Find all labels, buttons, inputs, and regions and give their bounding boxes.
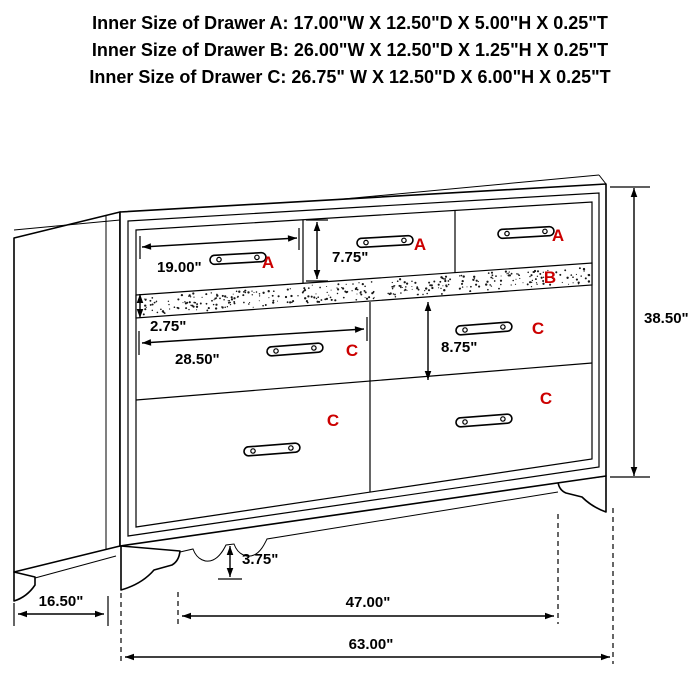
drawer-label-b: B (544, 268, 556, 287)
front-left-foot (120, 545, 181, 591)
dim-overall-height: 38.50" (644, 310, 689, 327)
front-face-inner-frame (135, 201, 593, 528)
front-right-foot (557, 475, 607, 513)
side-skirt-line (34, 555, 117, 579)
drawer-handle (455, 413, 513, 428)
dim-jewelry-height: 2.75" (150, 318, 186, 335)
drawer-c-spec: Inner Size of Drawer C: 26.75" W X 12.50… (89, 67, 611, 87)
size-spec-header: Inner Size of Drawer A: 17.00"W X 12.50"… (0, 10, 700, 91)
drawer-handles (209, 225, 555, 457)
dim-foot-span: 47.00" (346, 594, 391, 611)
dim-overall-width: 63.00" (349, 636, 394, 653)
side-panel (13, 211, 121, 573)
drawer-handle (356, 234, 414, 249)
glitter-speckle-texture (138, 267, 591, 316)
back-left-foot (13, 571, 36, 602)
dim-depth: 16.50" (39, 593, 84, 610)
dim-foot-height: 3.75" (242, 551, 278, 568)
dim-drawer-c-width: 28.50" (175, 351, 220, 368)
front-face-mid-frame (127, 192, 600, 537)
drawer-letter-labels: A A A B C C C C (262, 226, 564, 430)
drawer-label-c-left-upper: C (346, 341, 358, 360)
dresser-outline (13, 174, 607, 602)
lower-horizontal-divider (135, 362, 593, 401)
drawer-handle (266, 342, 324, 357)
drawer-label-c-left-lower: C (327, 411, 339, 430)
drawer-handle (497, 225, 555, 240)
arrowheads (18, 188, 638, 661)
drawer-label-a1: A (262, 253, 274, 272)
dim-drawer-c-height: 8.75" (441, 339, 477, 356)
drawer-handle (455, 321, 513, 336)
drawer-label-c-right-lower: C (540, 389, 552, 408)
dim-drawer-a-height: 7.75" (332, 249, 368, 266)
dim-drawer-c-width-line (141, 328, 365, 344)
top-right-edge (598, 174, 607, 185)
drawer-b-spec: Inner Size of Drawer B: 26.00"W X 12.50"… (91, 40, 609, 60)
dim-drawer-a-width: 19.00" (157, 259, 202, 276)
drawer-handle (243, 442, 301, 457)
drawer-label-a3: A (552, 226, 564, 245)
drawer-label-a2: A (414, 235, 426, 254)
dimension-annotations: 19.00" 7.75" 2.75" 28.50" 8.75" 38.50" 3… (13, 186, 689, 664)
front-apron-scallop (179, 491, 559, 562)
drawer-label-c-right-upper: C (532, 319, 544, 338)
drawer-handle (209, 251, 267, 266)
drawer-a-spec: Inner Size of Drawer A: 17.00"W X 12.50"… (92, 13, 608, 33)
dim-drawer-a-width-line (141, 237, 298, 248)
